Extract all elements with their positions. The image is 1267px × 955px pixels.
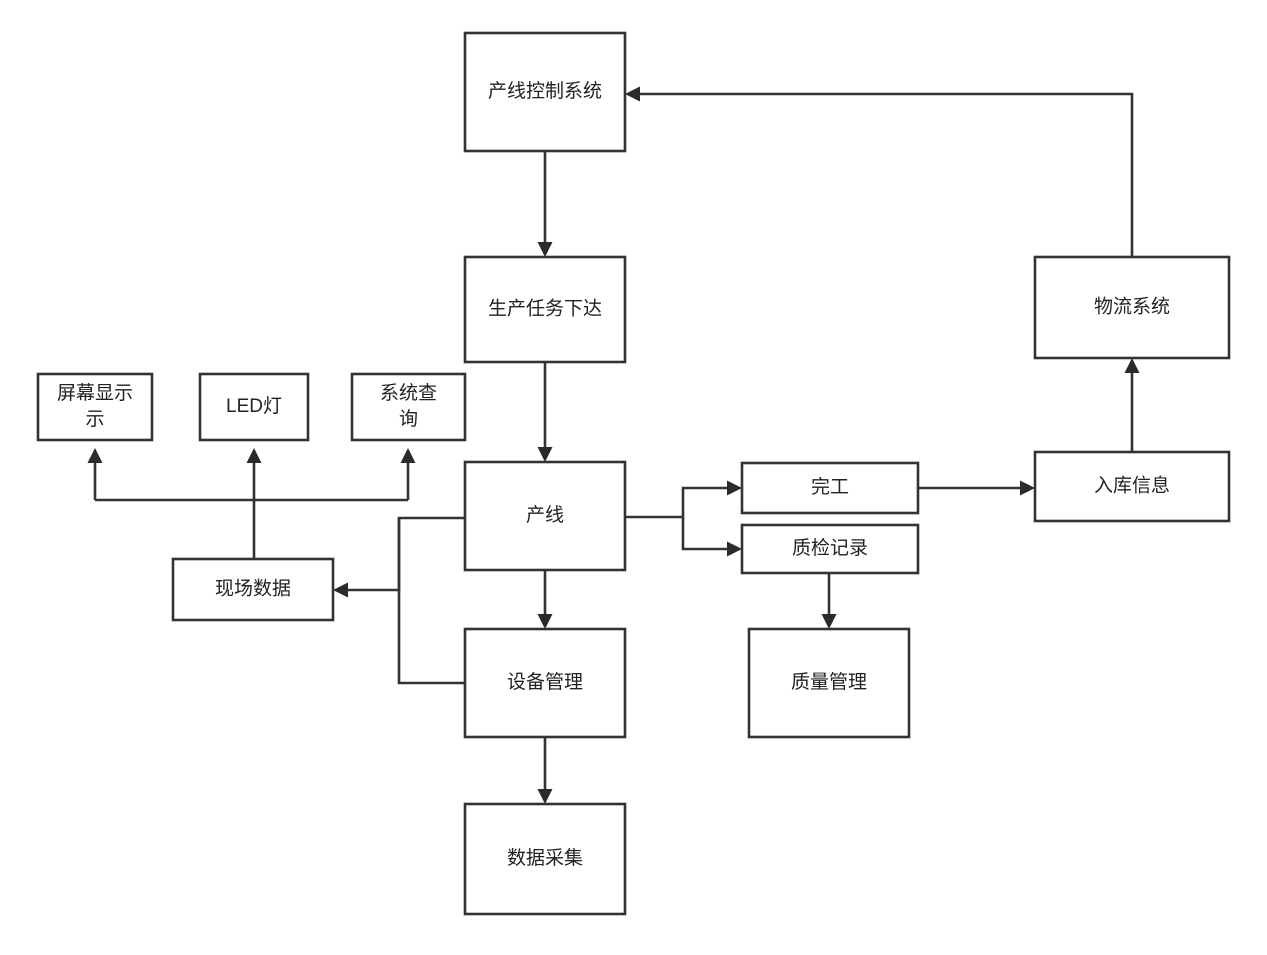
node-label-line: 询 [399, 408, 418, 430]
edge-line-split-finish [625, 480, 742, 519]
arrowhead-icon [333, 582, 348, 598]
node-label: 数据采集 [507, 847, 583, 869]
edge-instock-to-logistics [1124, 358, 1140, 452]
node-box[interactable] [198, 372, 310, 442]
node-box[interactable] [747, 627, 911, 739]
node-line[interactable]: 产线 [463, 460, 627, 572]
node-box[interactable] [463, 802, 627, 916]
edge-line [397, 518, 465, 685]
node-label: 系统查询 [380, 382, 437, 430]
node-box[interactable] [171, 557, 335, 622]
edge-control-to-task [537, 151, 553, 257]
node-query[interactable]: 系统查询 [350, 372, 467, 442]
node-led[interactable]: LED灯 [198, 372, 310, 442]
edge-logistics-to-control [625, 86, 1134, 257]
arrowhead-icon [537, 447, 553, 462]
edge-line [625, 486, 734, 519]
node-label-line: 质量管理 [791, 671, 867, 693]
node-label-line: 示 [85, 409, 104, 430]
arrowhead-icon [537, 614, 553, 629]
arrowhead-icon [625, 86, 640, 102]
arrowhead-icon [400, 448, 416, 463]
node-quality[interactable]: 质量管理 [747, 627, 911, 739]
node-equipment[interactable]: 设备管理 [463, 627, 627, 739]
node-label: 物流系统 [1094, 296, 1170, 318]
node-box[interactable] [1033, 450, 1231, 523]
node-label-line: 产线控制系统 [488, 80, 602, 102]
arrowhead-icon [727, 480, 742, 496]
arrowhead-icon [1124, 358, 1140, 373]
node-qcrecord[interactable]: 质检记录 [740, 523, 920, 575]
edge-line-to-equipment [537, 570, 553, 629]
node-logistics[interactable]: 物流系统 [1033, 255, 1231, 360]
edge-equipment-to-collect [537, 737, 553, 804]
edge-bus-to-query [400, 448, 416, 500]
edge-qcrecord-to-quality [821, 573, 837, 629]
node-label-line: 现场数据 [215, 578, 291, 600]
arrowhead-icon [246, 448, 262, 463]
node-label-line: 质检记录 [792, 537, 868, 559]
node-label: 设备管理 [507, 671, 583, 693]
edge-bus-to-screen [87, 448, 103, 500]
node-box[interactable] [740, 523, 920, 575]
edge-finish-to-instock [918, 480, 1035, 496]
node-label-line: 设备管理 [507, 671, 583, 693]
node-label-line: 屏幕显示 [57, 382, 133, 404]
node-task[interactable]: 生产任务下达 [463, 255, 627, 364]
node-label: 入库信息 [1094, 475, 1170, 497]
edge-line [681, 517, 734, 551]
node-label-line: 入库信息 [1094, 475, 1170, 497]
node-label-line: LED灯 [226, 395, 282, 417]
node-collect[interactable]: 数据采集 [463, 802, 627, 916]
node-label: 质检记录 [792, 537, 868, 559]
node-box[interactable] [350, 372, 467, 442]
edge-line-split-qcrecord [681, 517, 742, 557]
node-label: 现场数据 [215, 578, 291, 600]
node-box[interactable] [463, 31, 627, 153]
arrowhead-icon [537, 242, 553, 257]
arrowhead-icon [821, 614, 837, 629]
edge-line [633, 92, 1134, 257]
node-label-line: 产线 [526, 504, 564, 526]
node-box[interactable] [463, 627, 627, 739]
node-label: LED灯 [226, 395, 282, 417]
edges-layer [87, 86, 1140, 804]
edge-line [341, 516, 465, 592]
arrowhead-icon [1020, 480, 1035, 496]
node-box[interactable] [740, 461, 920, 515]
arrowhead-icon [537, 789, 553, 804]
node-label: 质量管理 [791, 671, 867, 693]
edge-sitedata-to-led [246, 448, 262, 559]
arrowhead-icon [87, 448, 103, 463]
node-label: 屏幕显示示 [57, 382, 133, 430]
node-label: 完工 [811, 476, 849, 498]
node-instock[interactable]: 入库信息 [1033, 450, 1231, 523]
node-label-line: 数据采集 [507, 847, 583, 869]
node-control[interactable]: 产线控制系统 [463, 31, 627, 153]
node-box[interactable] [463, 460, 627, 572]
node-label-line: 生产任务下达 [488, 298, 602, 320]
node-sitedata[interactable]: 现场数据 [171, 557, 335, 622]
node-screen[interactable]: 屏幕显示示 [36, 372, 154, 442]
node-label-line: 完工 [811, 476, 849, 498]
node-box[interactable] [463, 255, 627, 364]
node-label: 生产任务下达 [488, 298, 602, 320]
node-label: 产线控制系统 [488, 80, 602, 102]
edge-task-to-line [537, 362, 553, 462]
node-label-line: 物流系统 [1094, 296, 1170, 318]
node-label-line: 系统查 [380, 382, 437, 404]
node-finish[interactable]: 完工 [740, 461, 920, 515]
node-label: 产线 [526, 504, 564, 526]
node-box[interactable] [36, 372, 154, 442]
edge-equipment-left-join [397, 518, 465, 685]
node-box[interactable] [1033, 255, 1231, 360]
arrowhead-icon [727, 541, 742, 557]
